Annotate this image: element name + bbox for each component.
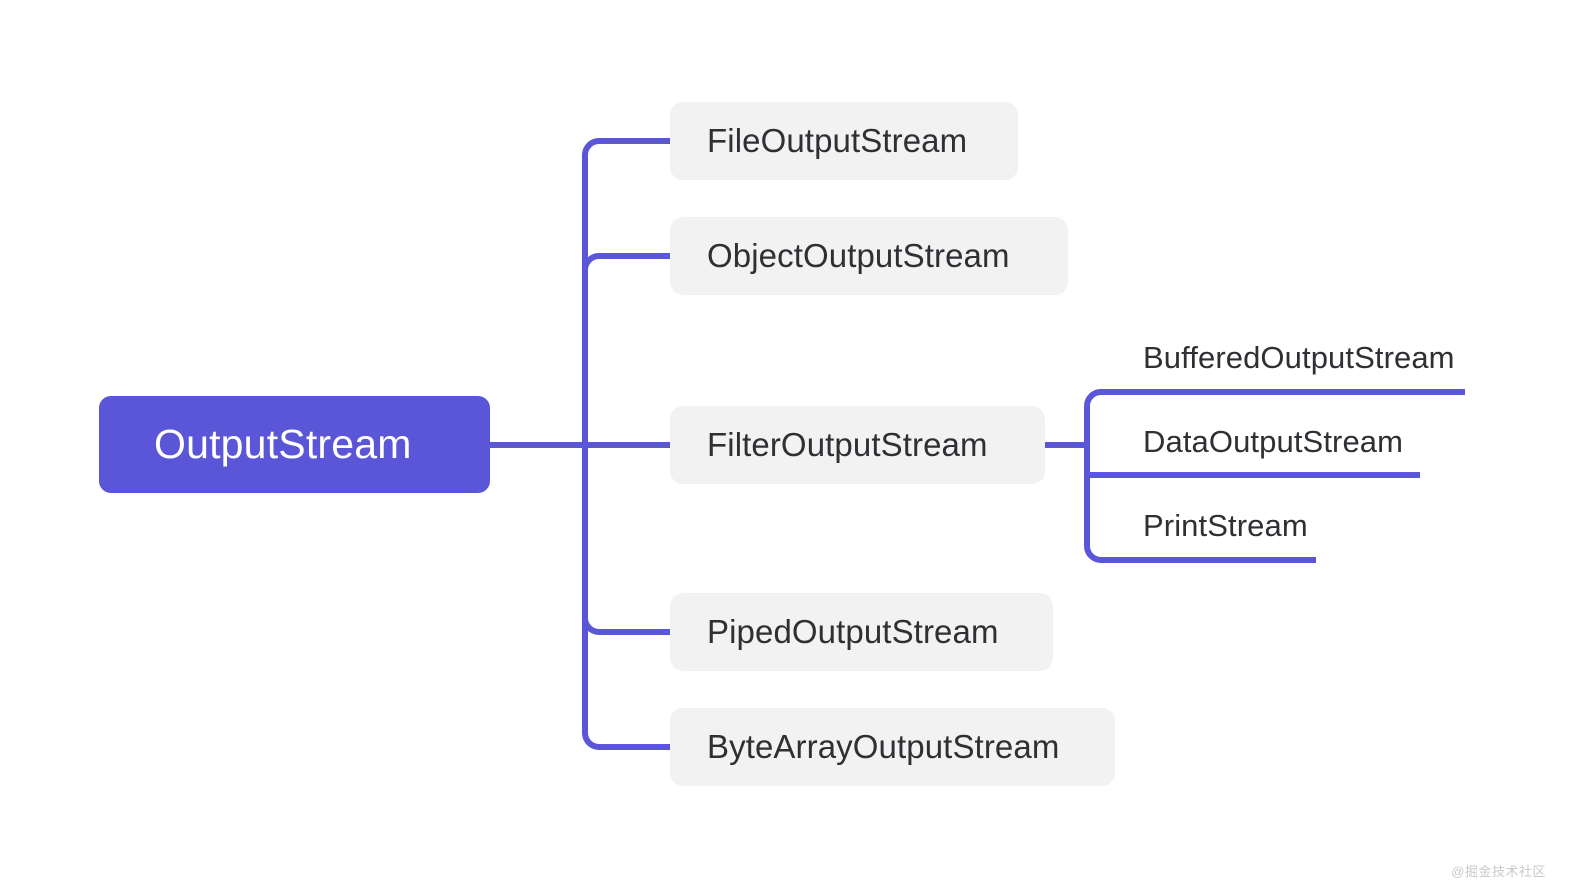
- node-leaf-printstream[interactable]: PrintStream: [1143, 508, 1308, 543]
- node-leaf-bufferedoutputstream[interactable]: BufferedOutputStream: [1143, 340, 1455, 375]
- node-leaf-dataoutputstream[interactable]: DataOutputStream: [1143, 424, 1404, 459]
- connector-leaf-3: [1084, 545, 1316, 563]
- node-branch-bytearrayoutputstream[interactable]: ByteArrayOutputStream: [670, 708, 1115, 786]
- node-branch-pipedoutputstream[interactable]: PipedOutputStream: [670, 593, 1053, 671]
- connector-leaf-1: [1084, 389, 1465, 407]
- connector-branch-1: [582, 138, 670, 156]
- connector-branch-5: [582, 732, 670, 750]
- connector-branch-2: [582, 253, 670, 271]
- node-branch-objectoutputstream[interactable]: ObjectOutputStream: [670, 217, 1068, 295]
- watermark: @掘金技术社区: [1451, 864, 1546, 879]
- node-branch-filteroutputstream[interactable]: FilterOutputStream: [670, 406, 1045, 484]
- node-root-outputstream[interactable]: OutputStream: [99, 396, 490, 493]
- connector-branch-4: [582, 617, 670, 635]
- node-branch-fileoutputstream[interactable]: FileOutputStream: [670, 102, 1018, 180]
